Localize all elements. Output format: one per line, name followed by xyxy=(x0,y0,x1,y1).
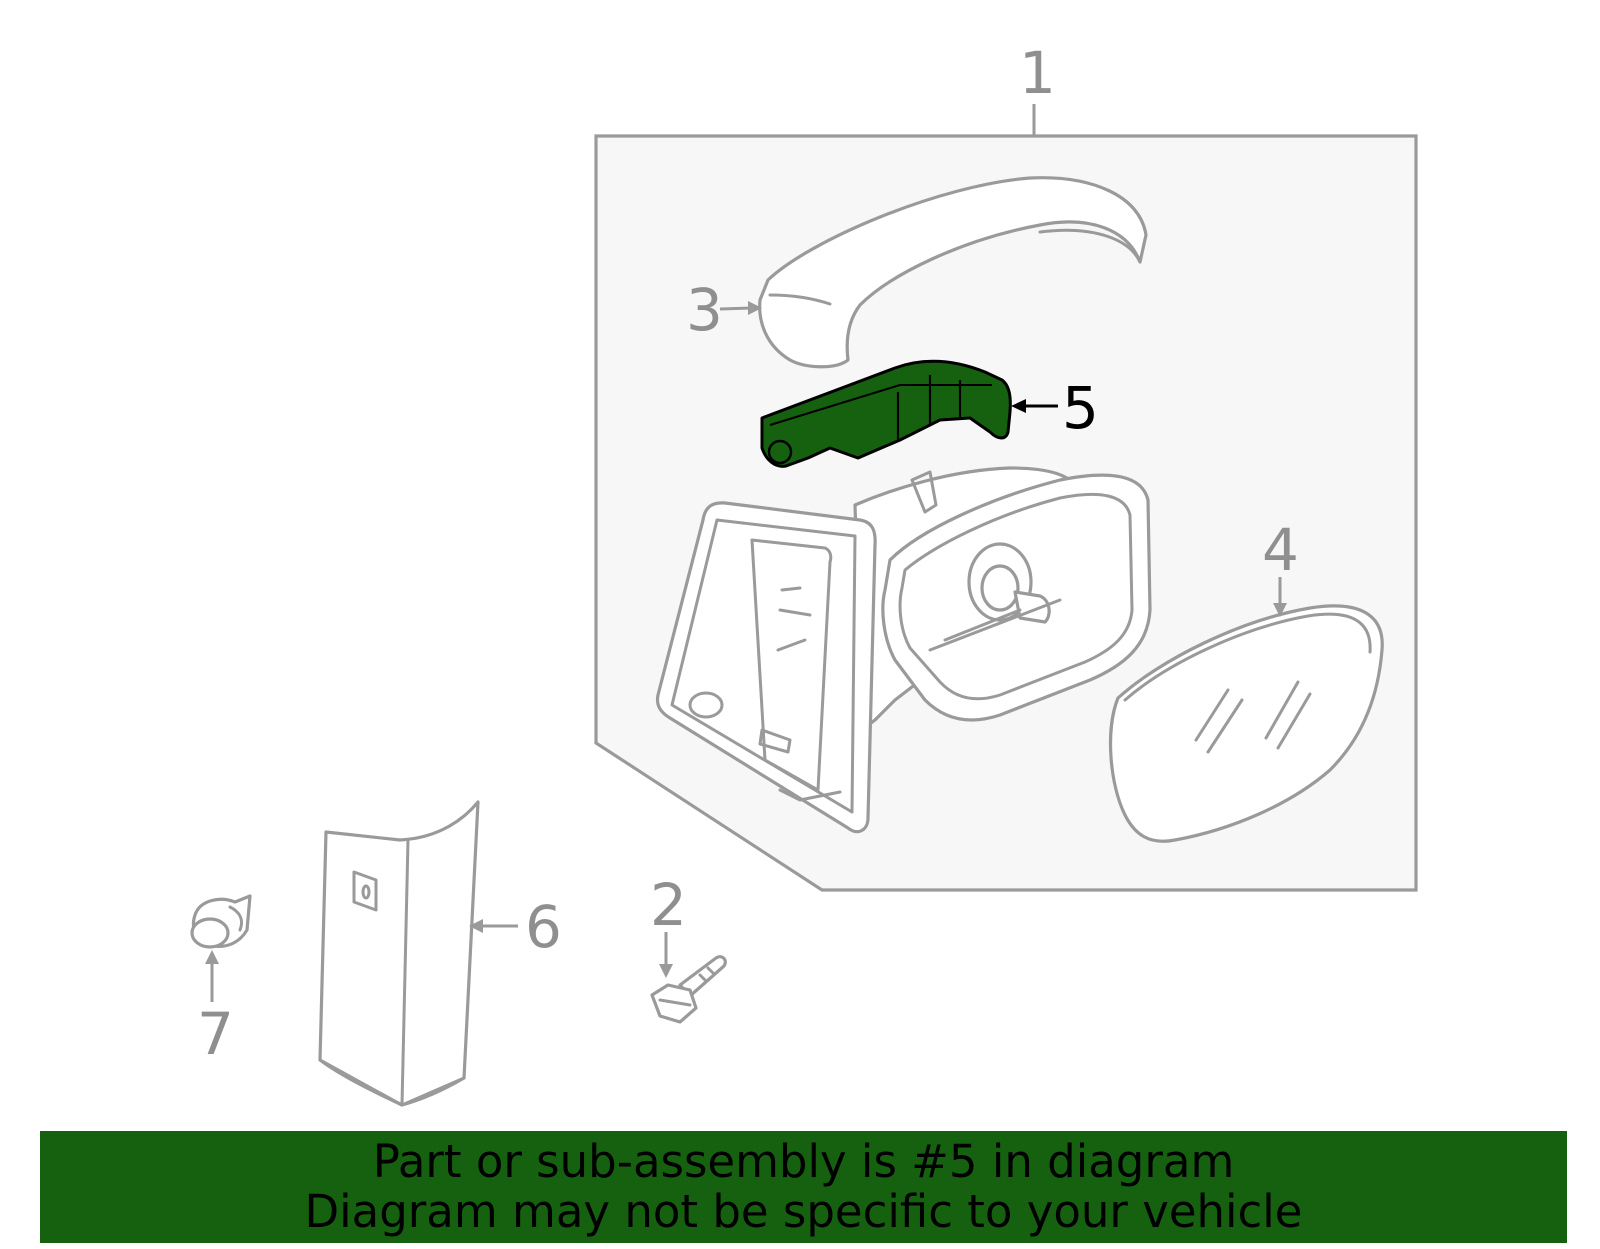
callout-1: 1 xyxy=(1019,39,1056,107)
notice-banner: Part or sub-assembly is #5 in diagram Di… xyxy=(40,1131,1567,1243)
callout-6: 6 xyxy=(525,893,562,961)
callout-2-arrowhead xyxy=(659,964,673,978)
callout-3: 3 xyxy=(686,276,723,344)
callout-5-arrowhead xyxy=(1011,399,1026,413)
mirror-glass-part-4 xyxy=(1108,604,1384,843)
callout-4: 4 xyxy=(1262,516,1299,584)
callout-5: 5 xyxy=(1062,374,1099,442)
callout-3-leader xyxy=(719,306,753,311)
callout-2: 2 xyxy=(650,871,687,939)
callout-7: 7 xyxy=(197,1000,234,1068)
mirror-housing xyxy=(655,466,1152,834)
callout-6-arrowhead xyxy=(469,919,483,933)
banner-line-1: Part or sub-assembly is #5 in diagram xyxy=(372,1135,1235,1188)
callout-4-arrowhead xyxy=(1273,603,1287,617)
trim-cover-part-6 xyxy=(318,800,480,1107)
callout-7-arrowhead xyxy=(205,950,219,964)
callout-3-arrowhead xyxy=(748,301,762,315)
mirror-cover-part-3 xyxy=(758,176,1148,369)
clip-part-7 xyxy=(190,894,252,949)
banner-line-2: Diagram may not be specific to your vehi… xyxy=(304,1185,1303,1238)
bolt-part-2 xyxy=(650,955,727,1024)
highlighted-part-5 xyxy=(760,359,1012,468)
